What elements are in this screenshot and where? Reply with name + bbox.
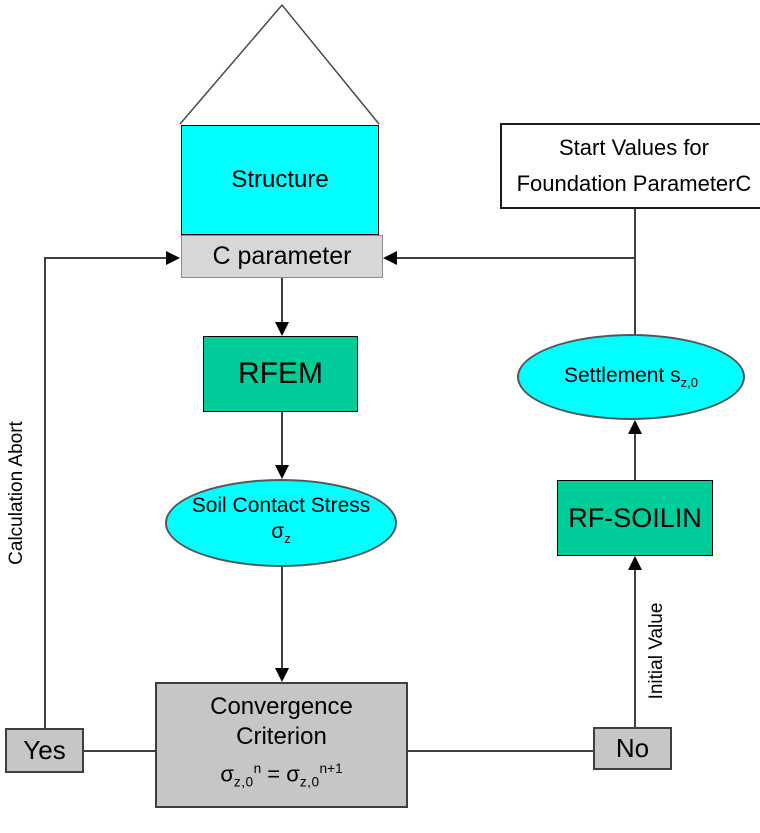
calculation-abort-label: Calculation Abort — [6, 421, 27, 565]
settlement-ellipse: Settlement sz,0 — [517, 334, 745, 420]
arrowhead-into-cparameter-right — [383, 251, 397, 265]
yes-box: Yes — [5, 728, 84, 773]
no-label: No — [615, 733, 650, 763]
arrowhead-rfsoilin-bottom — [628, 556, 642, 570]
edge-yes-to-cparameter — [44, 257, 168, 728]
soil-stress-line1: Soil Contact Stress — [191, 494, 371, 518]
start-values-line1: Start Values for — [559, 135, 709, 160]
rf-soilin-label: RF-SOILIN — [568, 502, 702, 533]
c-parameter-box: C parameter — [181, 235, 383, 278]
arrowhead-convergence-top — [275, 668, 289, 682]
arrowhead-rfem-top — [275, 322, 289, 336]
convergence-line1: Convergence — [210, 693, 353, 721]
yes-label: Yes — [23, 735, 66, 765]
convergence-formula: σz,0n = σz,0n+1 — [220, 761, 343, 790]
arrowhead-into-cparameter-left — [166, 251, 180, 265]
rf-soilin-box: RF-SOILIN — [557, 480, 713, 556]
initial-value-label: Initial Value — [646, 602, 667, 700]
rfem-label: RFEM — [238, 357, 323, 390]
c-parameter-label: C parameter — [212, 242, 352, 270]
arrowhead-settlement-bottom — [628, 420, 642, 434]
no-box: No — [593, 727, 672, 770]
soil-contact-stress-ellipse: Soil Contact Stress σz — [165, 479, 397, 567]
start-values-line2: Foundation ParameterC — [516, 171, 752, 196]
convergence-line2: Criterion — [236, 723, 327, 751]
rfem-box: RFEM — [203, 336, 358, 412]
start-values-box: Start Values for Foundation ParameterC — [500, 123, 760, 209]
house-roof-shape — [180, 5, 379, 124]
house-roof-outline — [179, 3, 380, 125]
structure-label: Structure — [231, 166, 329, 193]
convergence-criterion-box: Convergence Criterion σz,0n = σz,0n+1 — [155, 682, 408, 808]
settlement-label: Settlement sz,0 — [563, 363, 699, 391]
soil-stress-symbol: σz — [271, 520, 291, 547]
structure-box: Structure — [181, 125, 379, 235]
arrowhead-soilstress-top — [275, 465, 289, 479]
